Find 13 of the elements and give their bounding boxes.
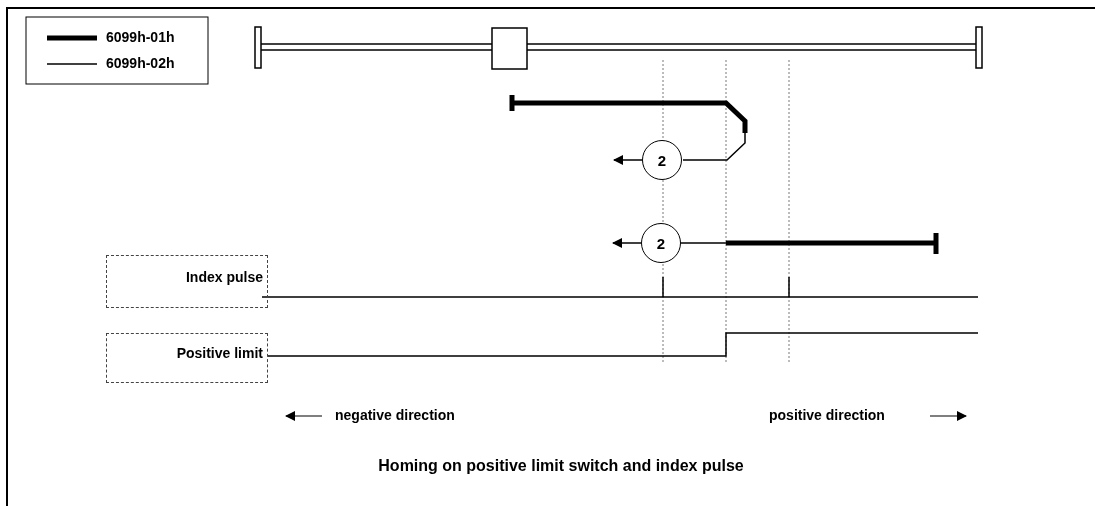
signal-name: Positive limit xyxy=(176,345,263,361)
arrow xyxy=(612,238,642,248)
signal-name-box xyxy=(106,255,268,308)
step-number-circle: 2 xyxy=(642,140,682,180)
legend-text: 6099h-01h xyxy=(106,29,175,45)
direction-label: negative direction xyxy=(335,407,455,423)
signal-name: Index pulse xyxy=(185,268,263,285)
direction-label: positive direction xyxy=(769,407,885,423)
step-number-circle: 2 xyxy=(641,223,681,263)
signal-name-box xyxy=(106,333,268,383)
caption: Homing on positive limit switch and index pulse xyxy=(378,457,744,475)
legend-text: 6099h-02h xyxy=(106,55,175,71)
arrow xyxy=(613,155,643,165)
